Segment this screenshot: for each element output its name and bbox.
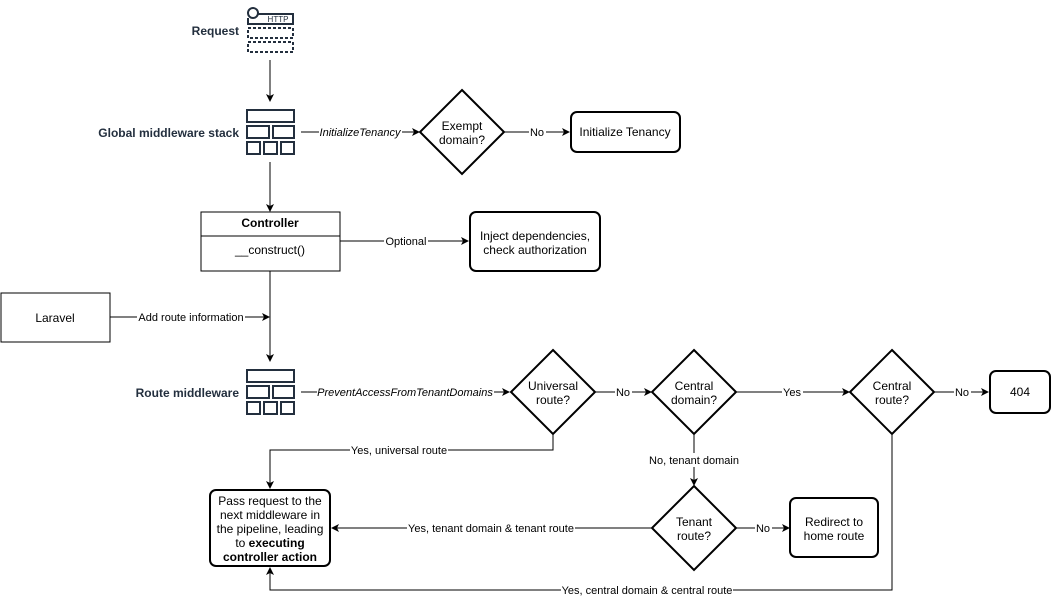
edge-label-yes-tenant: Yes, tenant domain & tenant route xyxy=(408,523,574,535)
controller-method: __construct() xyxy=(234,243,305,257)
edge-label-exempt-no: No xyxy=(530,127,544,139)
central-route-decision: Central route? xyxy=(848,348,936,436)
route-middleware-icon xyxy=(246,369,295,415)
tenant-route-text-2: route? xyxy=(677,529,711,543)
http-text: HTTP xyxy=(268,15,289,24)
middleware-stack-icon xyxy=(246,109,295,155)
request-label: Request xyxy=(192,24,239,38)
global-middleware-label: Global middleware stack xyxy=(98,126,239,140)
edge-label-optional: Optional xyxy=(386,236,427,248)
central-route-text-2: route? xyxy=(875,393,909,407)
initialize-tenancy-node: Initialize Tenancy xyxy=(570,111,681,153)
pass-text-4b: executing xyxy=(249,536,305,550)
edge-label-yes-universal: Yes, universal route xyxy=(351,445,447,457)
central-domain-text-2: domain? xyxy=(671,393,717,407)
controller-node: Controller __construct() xyxy=(200,211,341,272)
redirect-text-2: home route xyxy=(804,529,865,543)
inject-text-1: Inject dependencies, xyxy=(480,229,590,243)
universal-text-2: route? xyxy=(536,393,570,407)
pass-text-3: the pipeline, leading xyxy=(217,522,324,536)
laravel-node: Laravel xyxy=(0,292,111,343)
laravel-text: Laravel xyxy=(35,311,74,325)
not-found-text: 404 xyxy=(1010,385,1030,399)
redirect-text-1: Redirect to xyxy=(805,515,863,529)
exempt-text-1: Exempt xyxy=(442,119,483,133)
inject-text-2: check authorization xyxy=(483,243,586,257)
central-domain-decision: Central domain? xyxy=(650,348,738,436)
tenant-route-decision: Tenant route? xyxy=(650,484,738,572)
edge-label-universal-no: No xyxy=(616,387,630,399)
edge-yes-universal xyxy=(266,434,554,489)
route-middleware-label: Route middleware xyxy=(136,386,240,400)
edge-labels: InitializeTenancy No Optional Add route … xyxy=(137,125,971,597)
central-domain-text-1: Central xyxy=(675,379,714,393)
inject-dependencies-node: Inject dependencies, check authorization xyxy=(469,211,601,272)
redirect-node: Redirect to home route xyxy=(789,497,879,558)
initialize-tenancy-text: Initialize Tenancy xyxy=(579,125,670,139)
edge-label-central-route-no: No xyxy=(955,387,969,399)
pass-request-node: Pass request to the next middleware in t… xyxy=(209,489,331,567)
pass-text-4a: to xyxy=(235,536,248,550)
edge-label-no-tenant-domain: No, tenant domain xyxy=(649,455,739,467)
edge-label-yes-central: Yes, central domain & central route xyxy=(562,585,733,597)
tenant-route-text-1: Tenant xyxy=(676,515,713,529)
edge-label-prevent-access: PreventAccessFromTenantDomains xyxy=(317,387,493,399)
edge-label-central-domain-yes: Yes xyxy=(783,387,801,399)
exempt-text-2: domain? xyxy=(439,133,485,147)
universal-route-decision: Universal route? xyxy=(509,348,597,436)
pass-text-2: next middleware in xyxy=(220,508,320,522)
edge-label-initialize-tenancy: InitializeTenancy xyxy=(320,127,402,139)
pass-text-1: Pass request to the xyxy=(218,494,322,508)
pass-text-4: to executing xyxy=(235,536,304,550)
http-request-icon: HTTP xyxy=(247,7,294,53)
not-found-node: 404 xyxy=(989,370,1051,414)
universal-text-1: Universal xyxy=(528,379,578,393)
edge-label-tenant-route-no: No xyxy=(756,523,770,535)
edge-label-add-route-info: Add route information xyxy=(138,312,243,324)
pass-text-5: controller action xyxy=(223,550,317,564)
controller-title: Controller xyxy=(241,216,299,230)
central-route-text-1: Central xyxy=(873,379,912,393)
exempt-domain-decision: Exempt domain? xyxy=(418,88,506,176)
